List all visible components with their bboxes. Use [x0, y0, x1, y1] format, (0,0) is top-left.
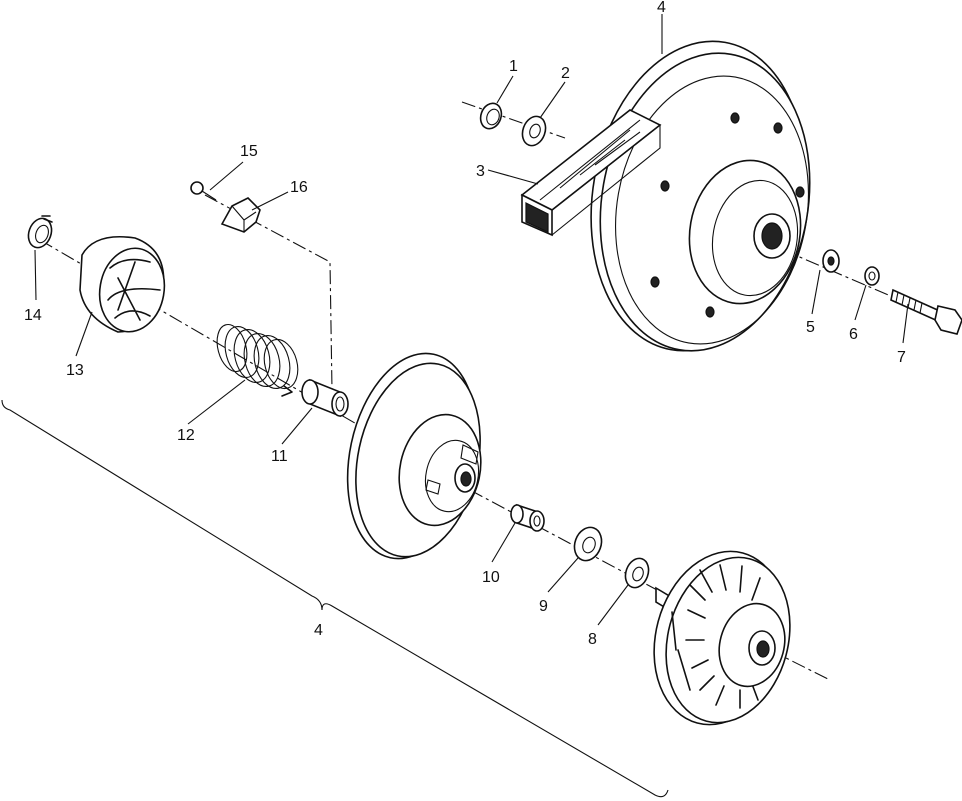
bushing-part-10: [510, 503, 545, 532]
callout-3: 3: [476, 163, 485, 180]
subassembly-bracket: [1, 399, 669, 798]
callout-4-bracket: 4: [314, 622, 323, 639]
washer-part-9: [573, 526, 603, 562]
washer-part-2: [521, 115, 547, 147]
moveable-sheave: [346, 352, 482, 560]
callout-14: 14: [24, 307, 42, 324]
bushing-part-1: [479, 102, 503, 130]
callout-6: 6: [849, 326, 858, 343]
stationary-sheave: [653, 550, 791, 726]
washer-part-8: [624, 557, 650, 589]
spring-part-12: [216, 323, 299, 397]
callout-10: 10: [482, 569, 500, 586]
driven-sheave-assembly: [590, 40, 811, 352]
callout-9: 9: [539, 598, 548, 615]
cam-button-part-16: [220, 197, 261, 233]
callout-11: 11: [271, 448, 288, 465]
callout-7: 7: [897, 349, 906, 366]
bolt-part-7: [890, 288, 962, 335]
screw-part-15: [190, 181, 217, 201]
callout-5: 5: [806, 319, 815, 336]
callout-labels: 1 2 3 4 5 6 7 8 9 10 11 12 13 14 15 16 4: [24, 0, 906, 648]
cam-part-13: [79, 236, 166, 333]
callout-12: 12: [177, 427, 195, 444]
callout-2: 2: [561, 65, 570, 82]
leader-lines: [34, 14, 909, 626]
callout-4-top: 4: [657, 0, 666, 16]
lockwasher-part-6: [864, 266, 880, 286]
belt-block: [520, 109, 662, 237]
washer-part-5: [822, 249, 840, 273]
callout-16: 16: [290, 179, 308, 196]
callout-13: 13: [66, 362, 84, 379]
snap-ring-part-14: [27, 215, 53, 249]
callout-8: 8: [588, 631, 597, 648]
callout-1: 1: [509, 58, 518, 75]
callout-15: 15: [240, 143, 258, 160]
sleeve-part-11: [301, 378, 349, 418]
